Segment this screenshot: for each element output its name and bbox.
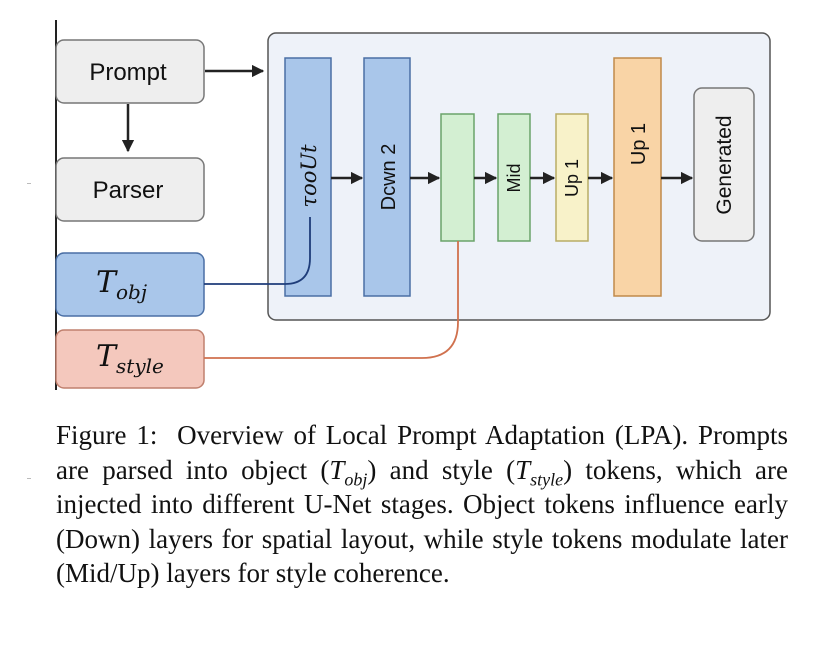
caption-text-3: ) tokens, which are injected into differ… bbox=[56, 454, 788, 589]
t-obj-label: Tobj bbox=[96, 265, 147, 304]
prompt-box: Prompt bbox=[55, 39, 205, 104]
stage-up1-large-label: Up 1 bbox=[628, 123, 650, 165]
stage-mid-label: Mid bbox=[504, 163, 524, 192]
caption-text-2: ) and style ( bbox=[367, 454, 516, 485]
caption-text-1: Overview of Local Prompt Adaptation (LPA… bbox=[56, 420, 789, 485]
stage-down2: Dcwn 2 bbox=[363, 57, 411, 297]
t-style-label: Tstyle bbox=[96, 339, 164, 378]
parser-box: Parser bbox=[55, 157, 205, 222]
caption-t-style: Tstyle bbox=[515, 454, 564, 489]
margin-tick bbox=[27, 183, 31, 184]
margin-tick bbox=[27, 478, 31, 479]
stage-first-label: τooUt bbox=[297, 144, 321, 208]
t-obj-box: Tobj bbox=[55, 252, 205, 317]
stage-mid: Mid bbox=[497, 113, 531, 242]
prompt-label: Prompt bbox=[89, 59, 167, 86]
stage-up1-small: Up 1 bbox=[555, 113, 589, 242]
caption-t-obj: Tobj bbox=[329, 454, 368, 489]
caption-label: Figure 1: bbox=[56, 420, 158, 450]
stage-first: τooUt bbox=[284, 57, 332, 297]
stage-up1-large: Up 1 bbox=[613, 57, 662, 297]
figure-caption: Figure 1: Overview of Local Prompt Adapt… bbox=[56, 418, 788, 591]
stage-down2-label: Dcwn 2 bbox=[378, 144, 400, 211]
stage-up1-small-label: Up 1 bbox=[562, 159, 582, 197]
t-style-injection-line bbox=[204, 241, 459, 359]
lpa-diagram: Prompt Parser Tobj Tstyle τooUt Dcwn 2 M… bbox=[55, 20, 771, 390]
generated-box: Generated bbox=[693, 87, 755, 242]
parser-label: Parser bbox=[93, 177, 164, 204]
t-style-box: Tstyle bbox=[55, 329, 205, 389]
t-obj-injection-line bbox=[204, 217, 311, 285]
generated-label: Generated bbox=[713, 115, 736, 214]
stage-blank bbox=[440, 113, 475, 242]
